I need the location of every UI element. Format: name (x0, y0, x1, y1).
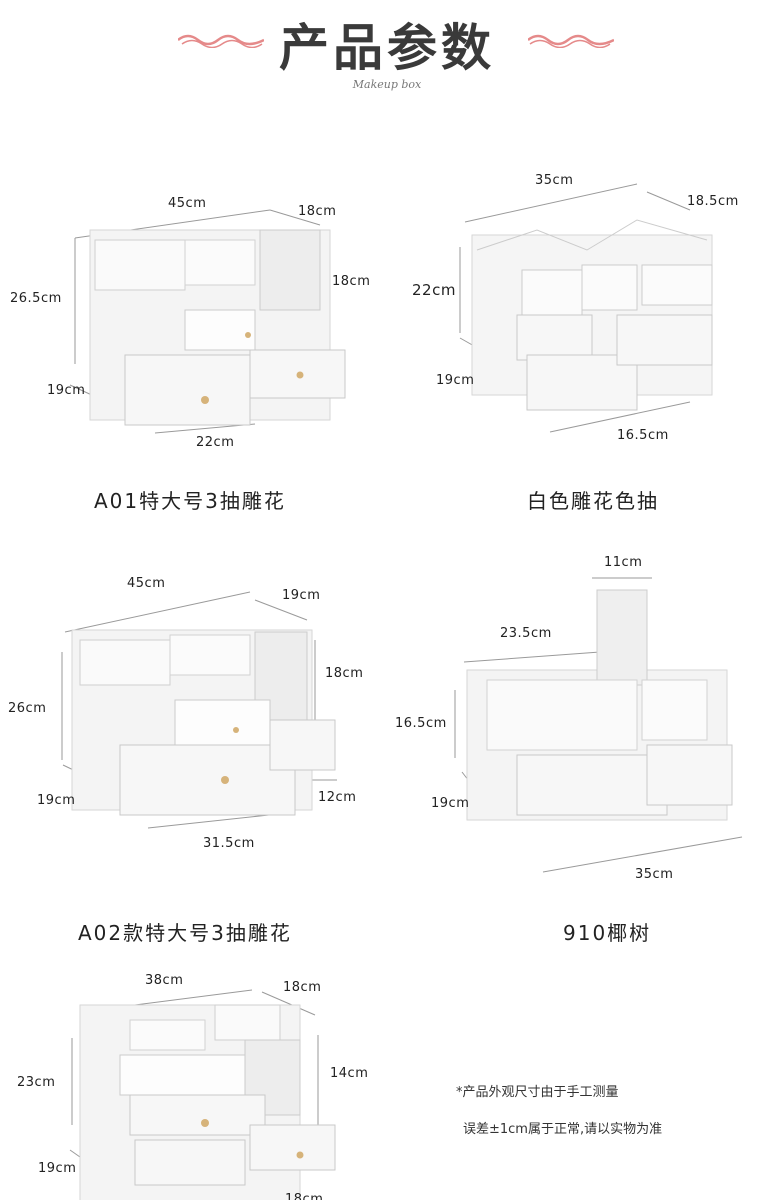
dimension-depth: 18cm (283, 980, 322, 995)
product-caption: A01特大号3抽雕花 (94, 489, 286, 513)
makeup-box-drawing (69, 989, 336, 1200)
makeup-box-drawing (459, 183, 713, 433)
dimension-depth: 19cm (282, 588, 321, 603)
dimension-mirror-height: 14cm (330, 1066, 369, 1081)
dimension-width: 35cm (535, 173, 574, 188)
dimension-width: 45cm (168, 196, 207, 211)
dimension-height: 26cm (8, 701, 47, 716)
dimension-mirror-width: 11cm (604, 555, 643, 570)
makeup-box-drawing (61, 591, 337, 829)
dimension-side-depth: 19cm (37, 793, 76, 808)
dimension-side-depth: 19cm (38, 1161, 77, 1176)
product-caption: 910椰树 (563, 921, 652, 945)
page-title: 产品参数 (279, 18, 495, 77)
left-wave-ornament (178, 34, 264, 48)
dimension-drawer-width: 22cm (196, 435, 235, 450)
dimension-side-depth: 19cm (436, 373, 475, 388)
dimension-width: 23.5cm (500, 626, 552, 641)
dimension-height: 23cm (17, 1075, 56, 1090)
dimension-width: 45cm (127, 576, 166, 591)
makeup-box-drawing (454, 577, 743, 873)
dimension-side-depth: 19cm (47, 383, 86, 398)
product-caption: 白色雕花色抽 (527, 489, 659, 513)
right-wave-ornament (528, 34, 614, 48)
dimension-drawer-width: 16.5cm (617, 428, 669, 443)
product-card-white-carved: 35cm 18.5cm 22cm 19cm 16.5cm 白色雕花色抽 (387, 170, 774, 530)
header: 产品参数 Makeup box (0, 0, 774, 110)
measurement-note: *产品外观尺寸由于手工测量 (456, 1085, 619, 1100)
product-caption: A02款特大号3抽雕花 (78, 921, 292, 945)
makeup-box-drawing (69, 209, 346, 434)
dimension-height: 26.5cm (10, 291, 62, 306)
dimension-mirror-height: 18cm (325, 666, 364, 681)
product-card-a01: 45cm 18cm 26.5cm 18cm 19cm 22cm A01特大号3抽… (0, 170, 387, 530)
dimension-drawer-width: 31.5cm (203, 836, 255, 851)
dimension-width: 38cm (145, 973, 184, 988)
dimension-side-depth: 19cm (431, 796, 470, 811)
tolerance-note: 误差±1cm属于正常,请以实物为准 (463, 1122, 663, 1137)
product-card-medium: 38cm 18cm 23cm 14cm 19cm 18cm (0, 960, 400, 1200)
dimension-height: 16.5cm (395, 716, 447, 731)
dimension-small-drawer: 12cm (318, 790, 357, 805)
dimension-depth: 18cm (298, 204, 337, 219)
dimension-height: 22cm (412, 281, 456, 299)
page-subtitle: Makeup box (352, 78, 422, 91)
product-card-910-coconut: 11cm 23.5cm 16.5cm 19cm 35cm 910椰树 (387, 550, 774, 950)
dimension-drawer-width: 18cm (285, 1192, 324, 1200)
dimension-drawer-width: 35cm (635, 867, 674, 882)
dimension-mirror-height: 18cm (332, 274, 371, 289)
dimension-depth: 18.5cm (687, 194, 739, 209)
product-card-a02: 45cm 19cm 26cm 18cm 19cm 12cm 31.5cm A02… (0, 570, 387, 950)
